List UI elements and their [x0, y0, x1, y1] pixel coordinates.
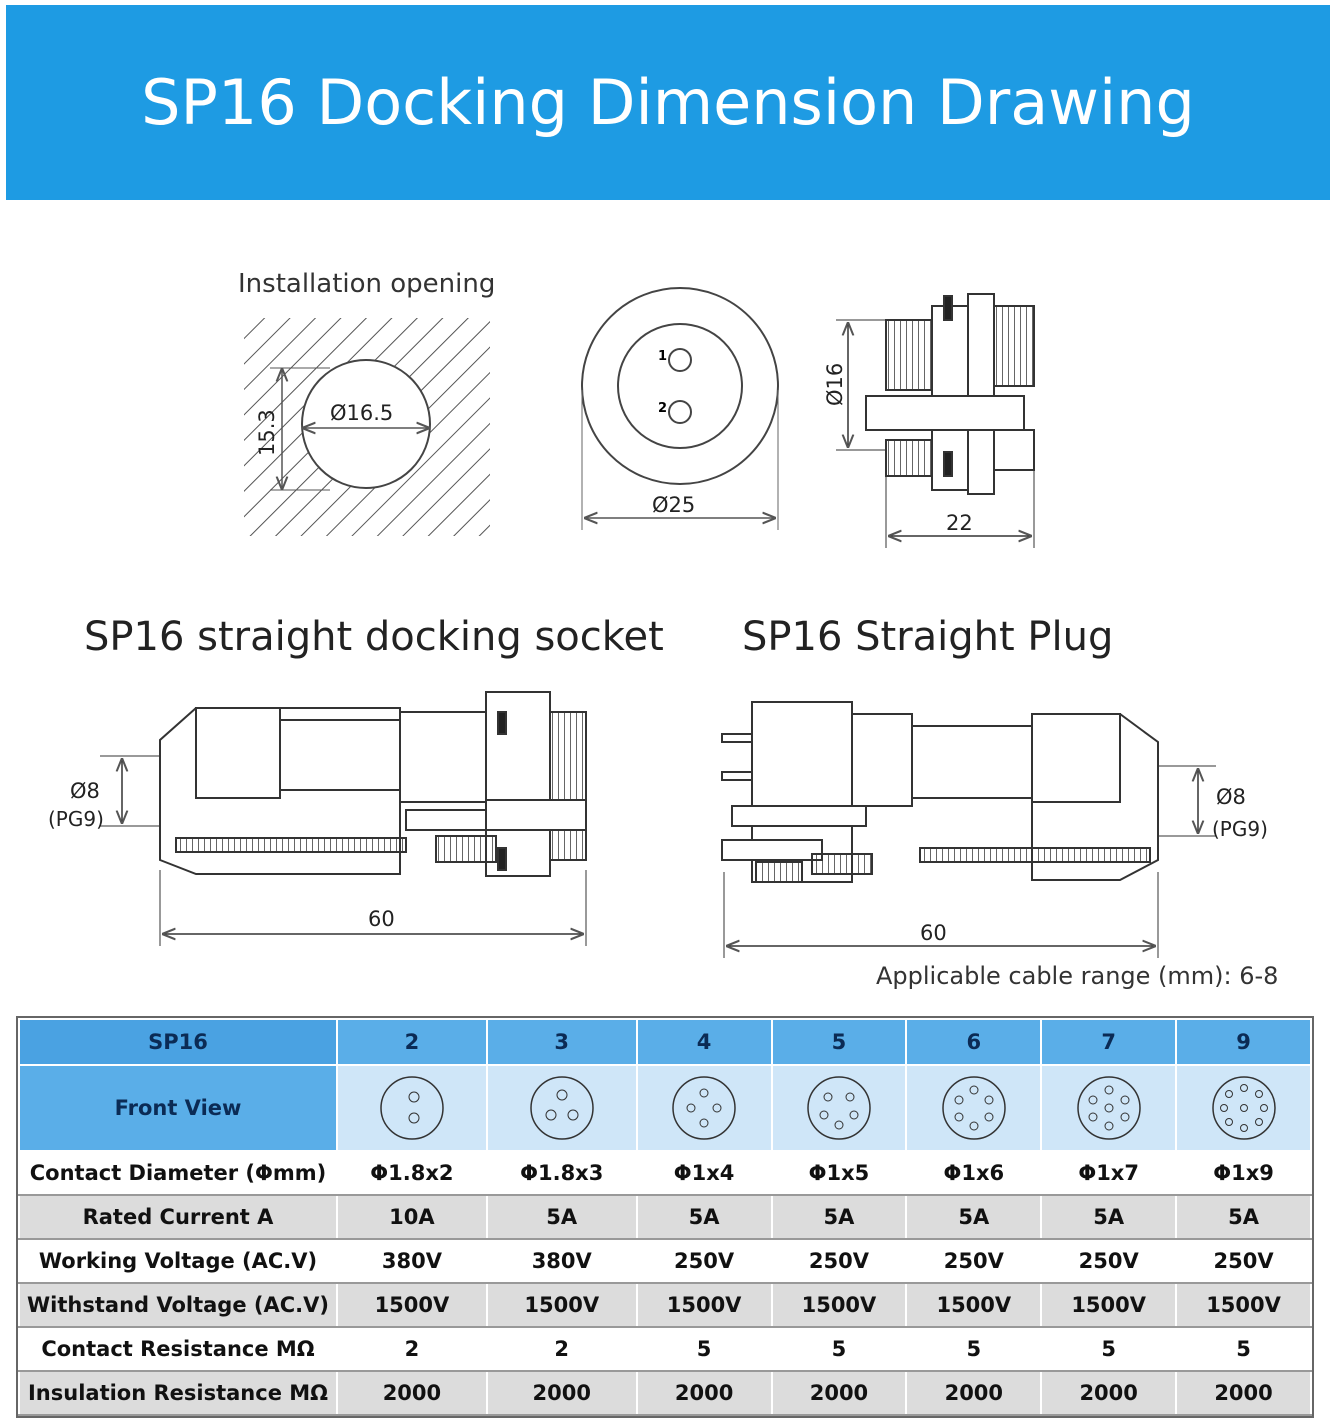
table-col-header: 2 [336, 1018, 488, 1066]
cell: 250V [770, 1238, 908, 1284]
cell: 5A [770, 1194, 908, 1240]
side-diameter: Ø16 [823, 363, 847, 406]
socket-cable-pg: (PG9) [48, 807, 104, 831]
cell: 5 [1175, 1326, 1312, 1372]
row-label: Working Voltage (AC.V) [18, 1238, 338, 1284]
cell: Φ1x6 [905, 1150, 1043, 1196]
plug-length: 60 [920, 921, 947, 945]
pin-layout-7-icon [1040, 1064, 1178, 1152]
front-view-label: Front View [18, 1064, 338, 1152]
cell: 250V [1040, 1238, 1178, 1284]
cell: 5 [635, 1326, 773, 1372]
cell: 5 [905, 1326, 1043, 1372]
installation-flat: 15.3 [255, 409, 279, 456]
cell: 2 [336, 1326, 488, 1372]
cell: 5 [1040, 1326, 1178, 1372]
socket-title: SP16 straight docking socket [84, 614, 664, 660]
cell: 380V [336, 1238, 488, 1284]
cell: Φ1x9 [1175, 1150, 1312, 1196]
cell: Φ1x4 [635, 1150, 773, 1196]
cell: Φ1x7 [1040, 1150, 1178, 1196]
installation-diameter: Ø16.5 [330, 401, 393, 425]
cell: Φ1.8x2 [336, 1150, 488, 1196]
cell: Φ1.8x3 [485, 1150, 638, 1196]
table-row: Contact Resistance MΩ 2 2 5 5 5 5 5 [18, 1326, 1312, 1372]
cell: 250V [1175, 1238, 1312, 1284]
front-view-row: Front View [18, 1064, 1312, 1152]
dimension-drawings: Installation opening Ø16.5 15.3 1 2 Ø25 [0, 200, 1336, 1000]
cell: 5A [1175, 1194, 1312, 1240]
cell: 2000 [905, 1370, 1043, 1416]
cell: 1500V [770, 1282, 908, 1328]
table-row: Working Voltage (AC.V) 380V 380V 250V 25… [18, 1238, 1312, 1284]
cell: 2000 [1175, 1370, 1312, 1416]
drawings-svg: Installation opening Ø16.5 15.3 1 2 Ø25 [48, 269, 1278, 990]
cell: 5 [770, 1326, 908, 1372]
row-label: Contact Resistance MΩ [18, 1326, 338, 1372]
cell: 2000 [770, 1370, 908, 1416]
plug-drawing [721, 701, 1216, 958]
pin-layout-2-icon [336, 1064, 488, 1152]
socket-front-view [581, 287, 779, 530]
row-label: Insulation Resistance MΩ [18, 1370, 338, 1416]
pin-layout-3-icon [485, 1064, 638, 1152]
front-pin2: 2 [658, 401, 667, 416]
spec-table: SP16 2 3 4 5 6 7 9 Front View Contact Di… [16, 1016, 1314, 1418]
cell: 380V [485, 1238, 638, 1284]
cell: 1500V [485, 1282, 638, 1328]
cell: 1500V [1040, 1282, 1178, 1328]
row-label: Withstand Voltage (AC.V) [18, 1282, 338, 1328]
cell: Φ1x5 [770, 1150, 908, 1196]
socket-cable-dia: Ø8 [70, 779, 100, 803]
cell: 2000 [635, 1370, 773, 1416]
row-label: Contact Diameter (Φmm) [18, 1150, 338, 1196]
table-header-label: SP16 [18, 1018, 338, 1066]
pin-layout-9-icon [1175, 1064, 1312, 1152]
row-label: Rated Current A [18, 1194, 338, 1240]
table-col-header: 4 [635, 1018, 773, 1066]
title-banner: SP16 Docking Dimension Drawing [6, 5, 1330, 200]
cell: 10A [336, 1194, 488, 1240]
socket-length: 60 [368, 907, 395, 931]
page-title: SP16 Docking Dimension Drawing [141, 66, 1195, 139]
pin-layout-4-icon [635, 1064, 773, 1152]
pin-layout-5-icon [770, 1064, 908, 1152]
table-col-header: 3 [485, 1018, 638, 1066]
cell: 250V [635, 1238, 773, 1284]
installation-label: Installation opening [238, 269, 495, 299]
side-length: 22 [946, 511, 973, 535]
cell: 1500V [635, 1282, 773, 1328]
installation-opening [244, 318, 490, 536]
cell: 1500V [336, 1282, 488, 1328]
table-row: Insulation Resistance MΩ 2000 2000 2000 … [18, 1370, 1312, 1416]
table-col-header: 7 [1040, 1018, 1178, 1066]
table-row: Withstand Voltage (AC.V) 1500V 1500V 150… [18, 1282, 1312, 1328]
table-row: Contact Diameter (Φmm) Φ1.8x2 Φ1.8x3 Φ1x… [18, 1150, 1312, 1196]
pin-layout-6-icon [905, 1064, 1043, 1152]
plug-cable-dia: Ø8 [1216, 785, 1246, 809]
front-diameter: Ø25 [652, 493, 695, 517]
cell: 1500V [905, 1282, 1043, 1328]
cable-range-note: Applicable cable range (mm): 6-8 [876, 962, 1278, 990]
cell: 250V [905, 1238, 1043, 1284]
table-row: Rated Current A 10A 5A 5A 5A 5A 5A 5A [18, 1194, 1312, 1240]
cell: 5A [485, 1194, 638, 1240]
table-header-row: SP16 2 3 4 5 6 7 9 [18, 1018, 1312, 1066]
plug-cable-pg: (PG9) [1212, 817, 1268, 841]
cell: 5A [905, 1194, 1043, 1240]
cell: 2000 [336, 1370, 488, 1416]
cell: 5A [635, 1194, 773, 1240]
socket-side-view [836, 293, 1035, 548]
table-col-header: 5 [770, 1018, 908, 1066]
table-col-header: 6 [905, 1018, 1043, 1066]
cell: 2000 [485, 1370, 638, 1416]
front-pin1: 1 [658, 349, 667, 364]
cell: 2000 [1040, 1370, 1178, 1416]
table-col-header: 9 [1175, 1018, 1312, 1066]
plug-title: SP16 Straight Plug [742, 614, 1113, 660]
cell: 1500V [1175, 1282, 1312, 1328]
cell: 5A [1040, 1194, 1178, 1240]
cell: 2 [485, 1326, 638, 1372]
socket-drawing [100, 691, 587, 946]
